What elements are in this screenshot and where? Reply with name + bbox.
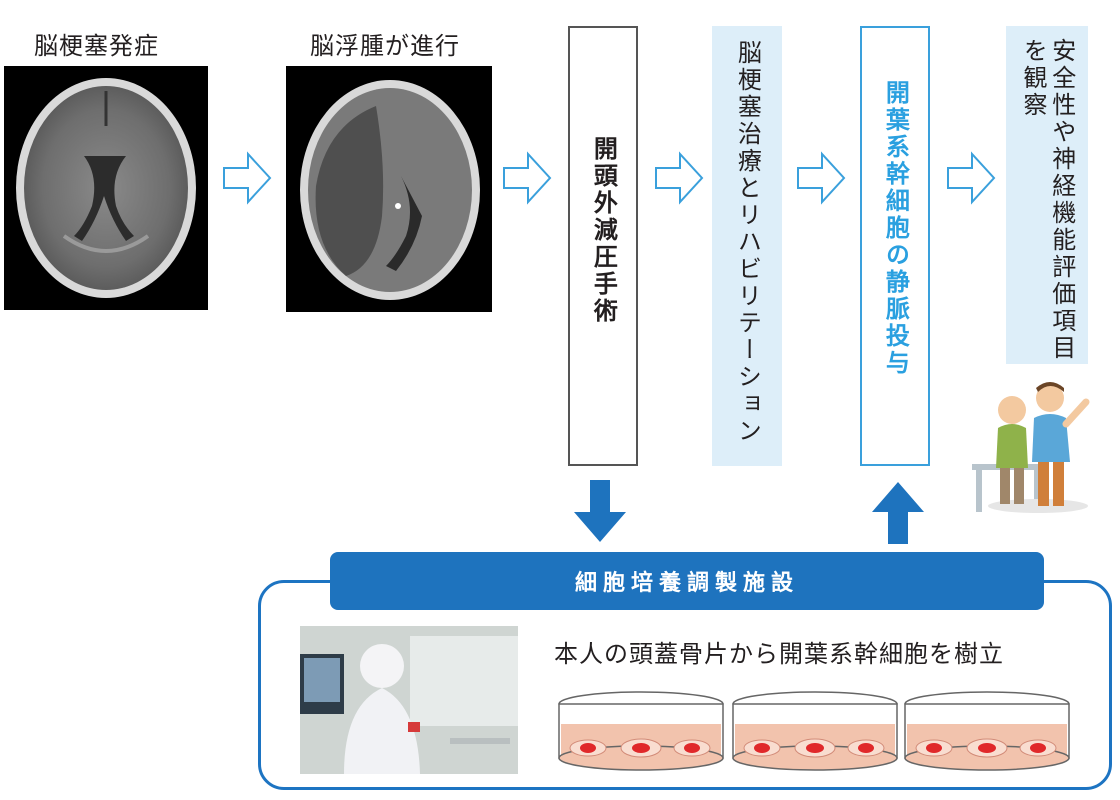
right-arrow-icon: [655, 151, 704, 205]
caption-edema-progress: 脳浮腫が進行: [310, 32, 460, 60]
step-observation: 安全性や神経機能評価項目を観察: [1006, 26, 1088, 364]
facility-description: 本人の頭蓋骨片から開葉系幹細胞を樹立: [554, 640, 1004, 668]
caption-stroke-onset: 脳梗塞発症: [34, 32, 159, 60]
lab-worker-photo: [300, 626, 518, 774]
culture-dish-icon: [904, 691, 1070, 771]
up-arrow-icon: [872, 482, 924, 544]
ct-scan-edema: [286, 66, 492, 312]
culture-dish-icon: [732, 691, 898, 771]
facility-title: 細胞培養調製施設: [330, 552, 1044, 610]
down-arrow-icon: [574, 480, 626, 542]
right-arrow-icon: [503, 151, 552, 205]
step-treatment-rehabilitation-label: 脳梗塞治療とリハビリテーション: [733, 40, 762, 445]
culture-dish-icon: [558, 691, 724, 771]
right-arrow-icon: [947, 151, 996, 205]
step-decompressive-surgery-label: 開頭外減圧手術: [589, 136, 618, 325]
right-arrow-icon: [797, 151, 846, 205]
step-decompressive-surgery: 開頭外減圧手術: [568, 26, 638, 466]
step-iv-administration-label: 開葉系幹細胞の静脈投与: [881, 80, 910, 377]
patient-rehabilitation-illustration: [972, 382, 1090, 513]
step-observation-label: 安全性や神経機能評価項目を観察: [1019, 38, 1076, 362]
step-iv-administration: 開葉系幹細胞の静脈投与: [860, 26, 930, 466]
step-treatment-rehabilitation: 脳梗塞治療とリハビリテーション: [712, 26, 782, 466]
ct-scan-stroke-onset: [4, 66, 208, 310]
right-arrow-icon: [223, 151, 272, 205]
